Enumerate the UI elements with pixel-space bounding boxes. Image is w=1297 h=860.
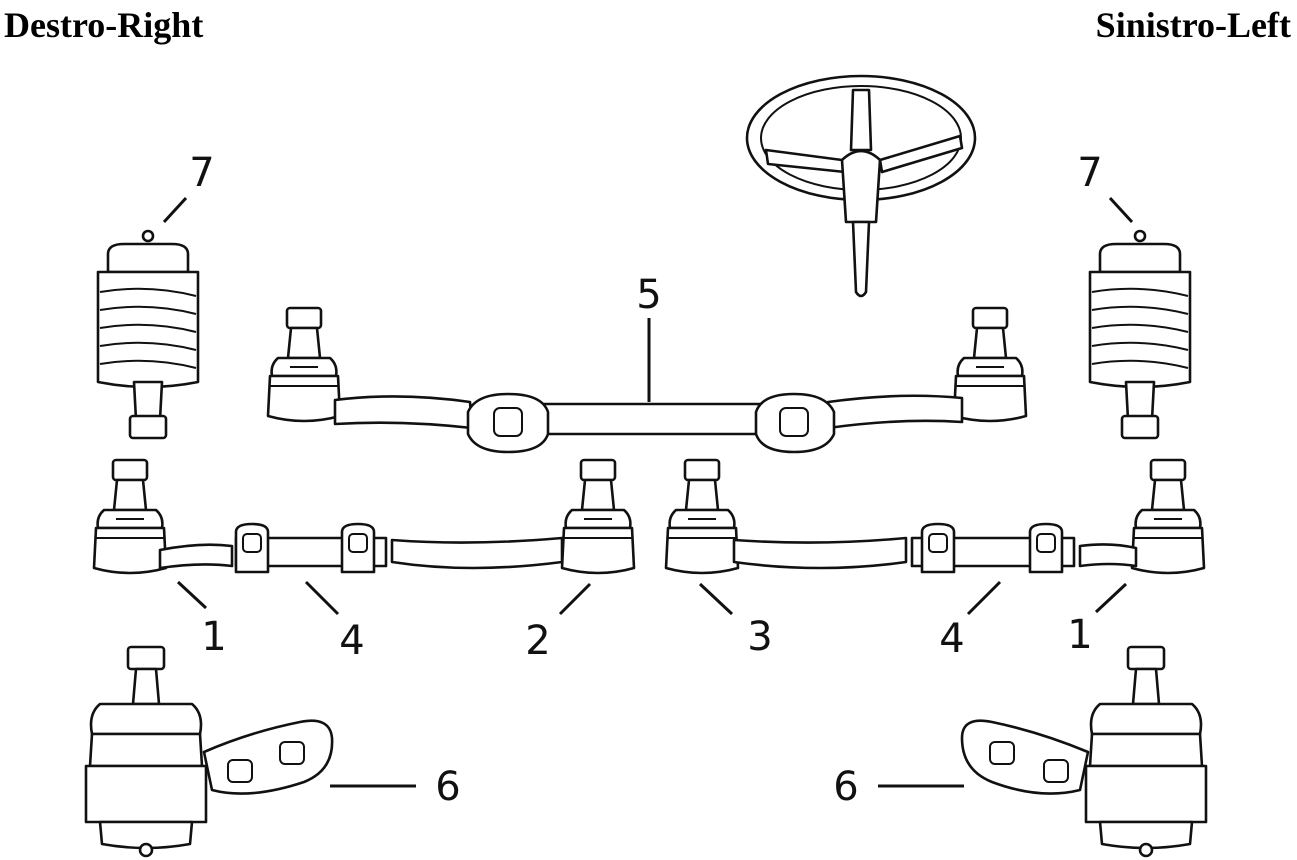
callout-adjusting-sleeve-left: 4 (939, 616, 964, 662)
callout-outer-tie-rod-end-left: 1 (1067, 612, 1092, 658)
callout-upper-ball-joint-right: 7 (189, 150, 214, 196)
heading-right: Destro-Right (4, 5, 204, 45)
upper-ball-joint-left (1088, 229, 1192, 440)
lower-ball-joint-right (84, 645, 334, 858)
callout-center-link: 5 (636, 272, 661, 318)
heading-left: Sinistro-Left (1095, 5, 1291, 45)
callout-adjusting-sleeve-right: 4 (339, 618, 364, 664)
callout-lower-ball-joint-right: 6 (435, 764, 460, 810)
tie-rod-assembly-right (92, 458, 636, 575)
tie-rod-assembly-left (664, 458, 1206, 575)
leader-lines (162, 196, 1134, 788)
callout-inner-tie-rod-end-left: 3 (747, 614, 772, 660)
callout-lower-ball-joint-left: 6 (833, 764, 858, 810)
steering-wheel-icon (745, 74, 977, 298)
callout-upper-ball-joint-left: 7 (1077, 150, 1102, 196)
lower-ball-joint-left (960, 645, 1208, 858)
callout-inner-tie-rod-end-right: 2 (525, 618, 550, 664)
center-link (266, 306, 1028, 454)
upper-ball-joint-right (96, 229, 200, 440)
callout-outer-tie-rod-end-right: 1 (201, 614, 226, 660)
